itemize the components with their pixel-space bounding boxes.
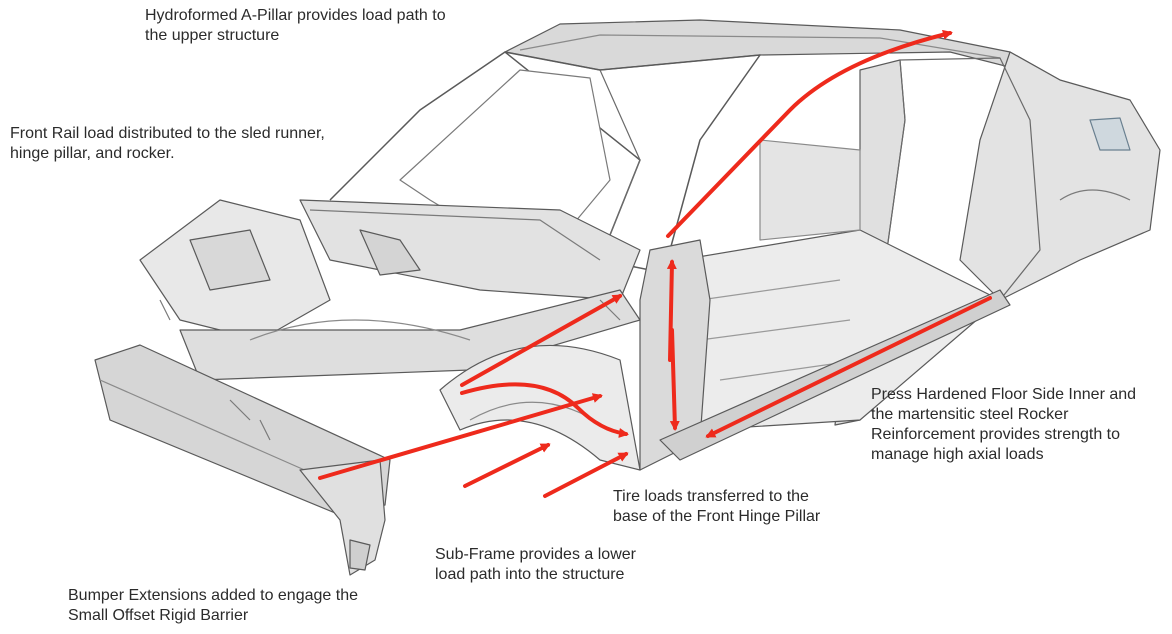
callout-a-pillar: Hydroformed A-Pillar provides load path …	[145, 6, 446, 46]
callout-front-rail: Front Rail load distributed to the sled …	[10, 124, 325, 164]
callout-tire-loads-line-1: Tire loads transferred to the	[613, 488, 809, 505]
callout-floor-side-inner: Press Hardened Floor Side Inner and the …	[871, 385, 1136, 465]
arrow-rocker	[705, 296, 992, 438]
roof-panel	[504, 19, 1061, 81]
callout-floor-side-line-3: Reinforcement provides strength to	[871, 426, 1121, 443]
arrow-subframe	[463, 443, 551, 488]
arrow-hinge-pillar-up	[666, 259, 677, 362]
callout-front-rail-line-1: Front Rail load distributed to the sled …	[10, 125, 325, 142]
rear-quarter	[959, 51, 1161, 301]
callout-tire-loads-line-2: base of the Front Hinge Pillar	[613, 508, 821, 525]
callout-sub-frame: Sub-Frame provides a lower load path int…	[435, 545, 636, 585]
cowl	[299, 199, 641, 301]
callout-floor-side-line-1: Press Hardened Floor Side Inner and	[871, 386, 1137, 403]
bumper-extension	[299, 459, 386, 576]
callout-a-pillar-line-2: the upper structure	[145, 27, 280, 44]
callout-sub-frame-line-2: load path into the structure	[435, 566, 625, 583]
callout-a-pillar-line-1: Hydroformed A-Pillar provides load path …	[145, 7, 446, 24]
arrow-front-rail-upper	[460, 294, 623, 387]
arrow-roof-rail	[666, 29, 953, 238]
callout-floor-side-line-2: the martensitic steel Rocker	[871, 406, 1069, 423]
callout-front-rail-line-2: hinge pillar, and rocker.	[10, 145, 175, 162]
callout-bumper-line-2: Small Offset Rigid Barrier	[68, 607, 249, 624]
load-path-arrows	[318, 29, 992, 498]
arrow-front-rail	[318, 393, 603, 480]
arrow-tire	[543, 452, 629, 498]
arrow-hinge-pillar-down	[669, 328, 680, 431]
callout-tire-loads: Tire loads transferred to the base of th…	[613, 487, 820, 527]
callout-floor-side-line-4: manage high axial loads	[871, 446, 1044, 463]
callout-bumper-line-1: Bumper Extensions added to engage the	[68, 587, 358, 604]
wheel-arch	[439, 344, 641, 471]
callout-bumper-extensions: Bumper Extensions added to engage the Sm…	[68, 586, 358, 626]
callout-sub-frame-line-1: Sub-Frame provides a lower	[435, 546, 636, 563]
arrow-wheel-arch	[460, 382, 629, 438]
